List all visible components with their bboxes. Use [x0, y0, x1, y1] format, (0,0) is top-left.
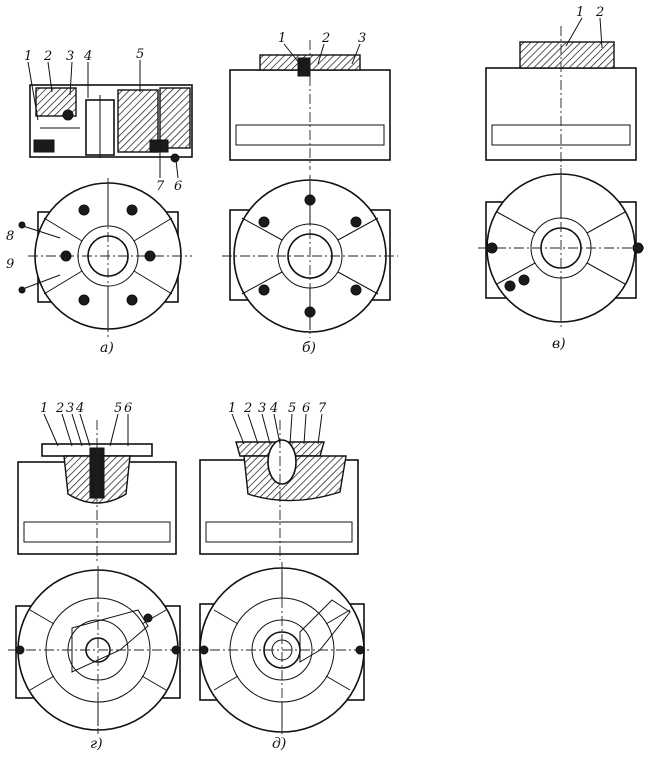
- panel-a-section: [29, 84, 193, 163]
- panel-d-section: [199, 420, 359, 560]
- panel-d-leaders: [231, 413, 323, 445]
- panel-g-label-4: 4: [75, 401, 84, 416]
- panel-b-section: [229, 40, 391, 170]
- panel-a-label-9: 9: [6, 257, 14, 272]
- panel-d-label-4: 4: [269, 401, 278, 416]
- panel-a: 1 2 3 4 5 7 6 8 9: [6, 47, 193, 356]
- panel-a-plan: [18, 178, 192, 338]
- panel-b-label-1: 1: [278, 31, 286, 46]
- panel-a-label-8: 8: [6, 229, 14, 244]
- panel-d-label-1: 1: [228, 401, 236, 416]
- panel-a-caption: а): [100, 340, 114, 356]
- panel-v-caption: в): [552, 336, 566, 352]
- panel-b-label-2: 2: [321, 31, 330, 46]
- panel-v-label-2: 2: [595, 5, 604, 20]
- panel-g-leaders: [43, 413, 129, 447]
- panel-d-label-5: 5: [288, 401, 296, 416]
- panel-g-caption: г): [90, 736, 103, 752]
- panel-g-section: [17, 420, 177, 562]
- panel-g-label-5: 5: [114, 401, 122, 416]
- panel-a-label-2: 2: [43, 49, 52, 64]
- panel-g-label-6: 6: [124, 401, 132, 416]
- panel-a-label-5: 5: [136, 47, 144, 62]
- panel-g-label-3: 3: [66, 401, 74, 416]
- panel-d-plan: [192, 562, 372, 738]
- panel-g-plan: [8, 566, 190, 734]
- panel-g-label-1: 1: [40, 401, 48, 416]
- panel-g-label-2: 2: [55, 401, 64, 416]
- panel-a-leaders: [27, 60, 179, 179]
- panel-b-caption: б): [302, 340, 316, 356]
- panel-a-label-1: 1: [24, 49, 32, 64]
- panel-v: 1 2 в): [478, 5, 644, 352]
- panel-a-label-4: 4: [83, 49, 92, 64]
- panel-d-label-7: 7: [318, 401, 327, 416]
- panel-b-label-3: 3: [358, 31, 366, 46]
- panel-b-plan: [222, 175, 398, 338]
- panel-v-leaders: [565, 17, 603, 49]
- panel-d-label-3: 3: [258, 401, 266, 416]
- panel-b-leaders: [283, 43, 361, 65]
- panel-d-caption: д): [272, 736, 286, 752]
- panel-b: 1 2 3 б): [222, 31, 398, 356]
- panel-v-section: [485, 26, 637, 170]
- panel-v-plan: [478, 168, 644, 330]
- panel-d-label-2: 2: [243, 401, 252, 416]
- panel-g: 1 2 3 4 5 6 г): [8, 401, 190, 752]
- panel-d: 1 2 3 4 5 6 7 д): [192, 401, 372, 752]
- panel-a-label-7: 7: [156, 179, 165, 194]
- panel-v-label-1: 1: [576, 5, 584, 20]
- panel-a-label-3: 3: [66, 49, 74, 64]
- panel-d-label-6: 6: [302, 401, 310, 416]
- panel-a-label-6: 6: [174, 179, 182, 194]
